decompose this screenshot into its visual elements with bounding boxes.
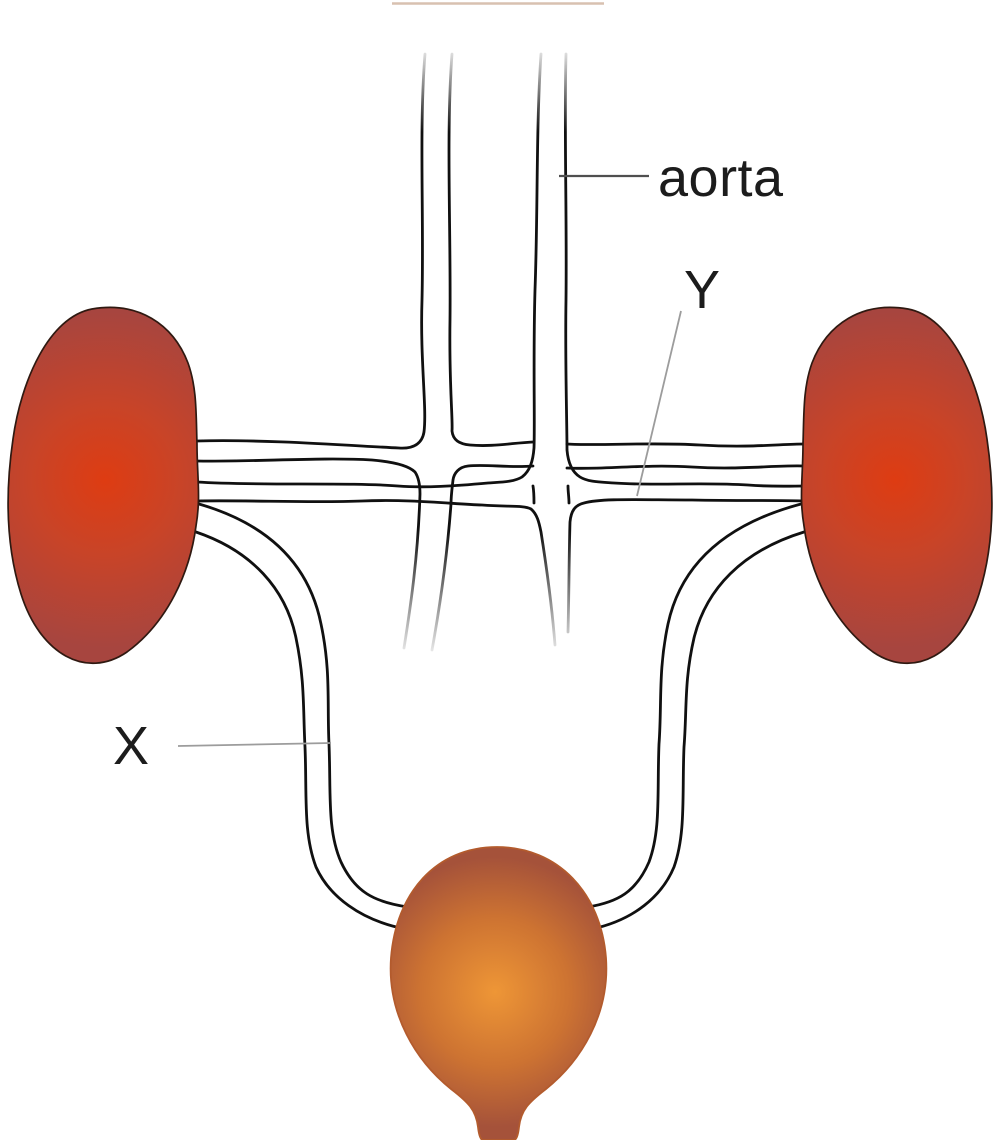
bladder [389, 846, 608, 1140]
kidney-right [800, 306, 993, 664]
ureter-left-inner-wall [197, 502, 410, 909]
vena-cava-right-wall-top [447, 52, 535, 447]
great-vessel-lines [195, 52, 806, 652]
label-x: X [113, 716, 150, 776]
x-leader-line [177, 742, 332, 747]
y-leader-line [636, 310, 682, 497]
ureter-right-outer-wall [590, 530, 806, 931]
renal-vein-top-right [565, 442, 806, 448]
ureter-left-outer-wall [194, 530, 407, 931]
aorta-right-wall-segment [566, 484, 571, 505]
vessel-bottom-fade [368, 530, 630, 665]
label-aorta: aorta [658, 148, 784, 208]
label-y: Y [684, 260, 721, 320]
vena-cava-left-wall-renal-vein-top [195, 52, 427, 450]
ureter-right-inner-wall [586, 502, 803, 909]
ureters [194, 502, 806, 931]
leader-lines [177, 174, 682, 747]
vessel-top-fade [368, 40, 630, 132]
kidney-left [7, 306, 200, 664]
labels: aorta Y X [113, 148, 784, 776]
aorta-left-wall-segment [531, 484, 536, 505]
aorta-left-wall-renal-artery-top-left [195, 52, 543, 489]
aorta-right-wall-renal-artery-top-right [563, 52, 806, 488]
renal-vein-bottom-right [565, 464, 806, 470]
